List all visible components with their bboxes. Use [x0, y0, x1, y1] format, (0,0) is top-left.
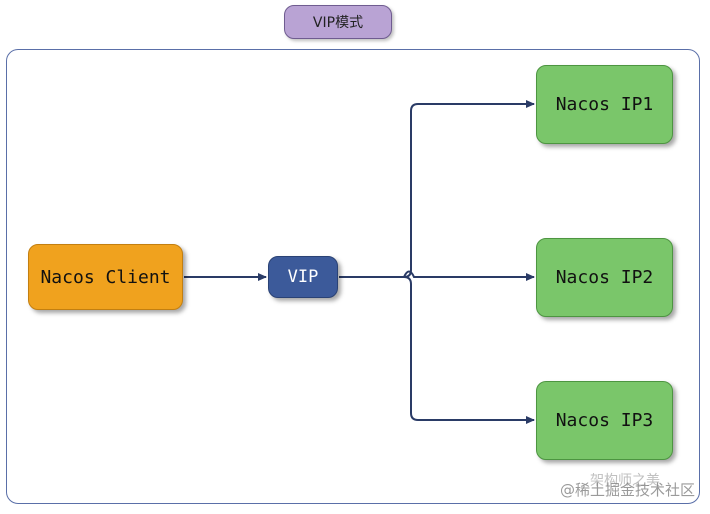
vip-node: VIP — [268, 256, 338, 298]
nacos-ip3-node: Nacos IP3 — [536, 381, 673, 460]
watermark-site: @稀土掘金技术社区 — [560, 481, 696, 499]
mode-tag: VIP模式 — [284, 5, 392, 39]
watermark-account: 架构师之美 — [590, 473, 660, 489]
nacos-ip1-node: Nacos IP1 — [536, 65, 673, 144]
nacos-client-node: Nacos Client — [28, 244, 183, 310]
nacos-ip2-node: Nacos IP2 — [536, 238, 673, 317]
